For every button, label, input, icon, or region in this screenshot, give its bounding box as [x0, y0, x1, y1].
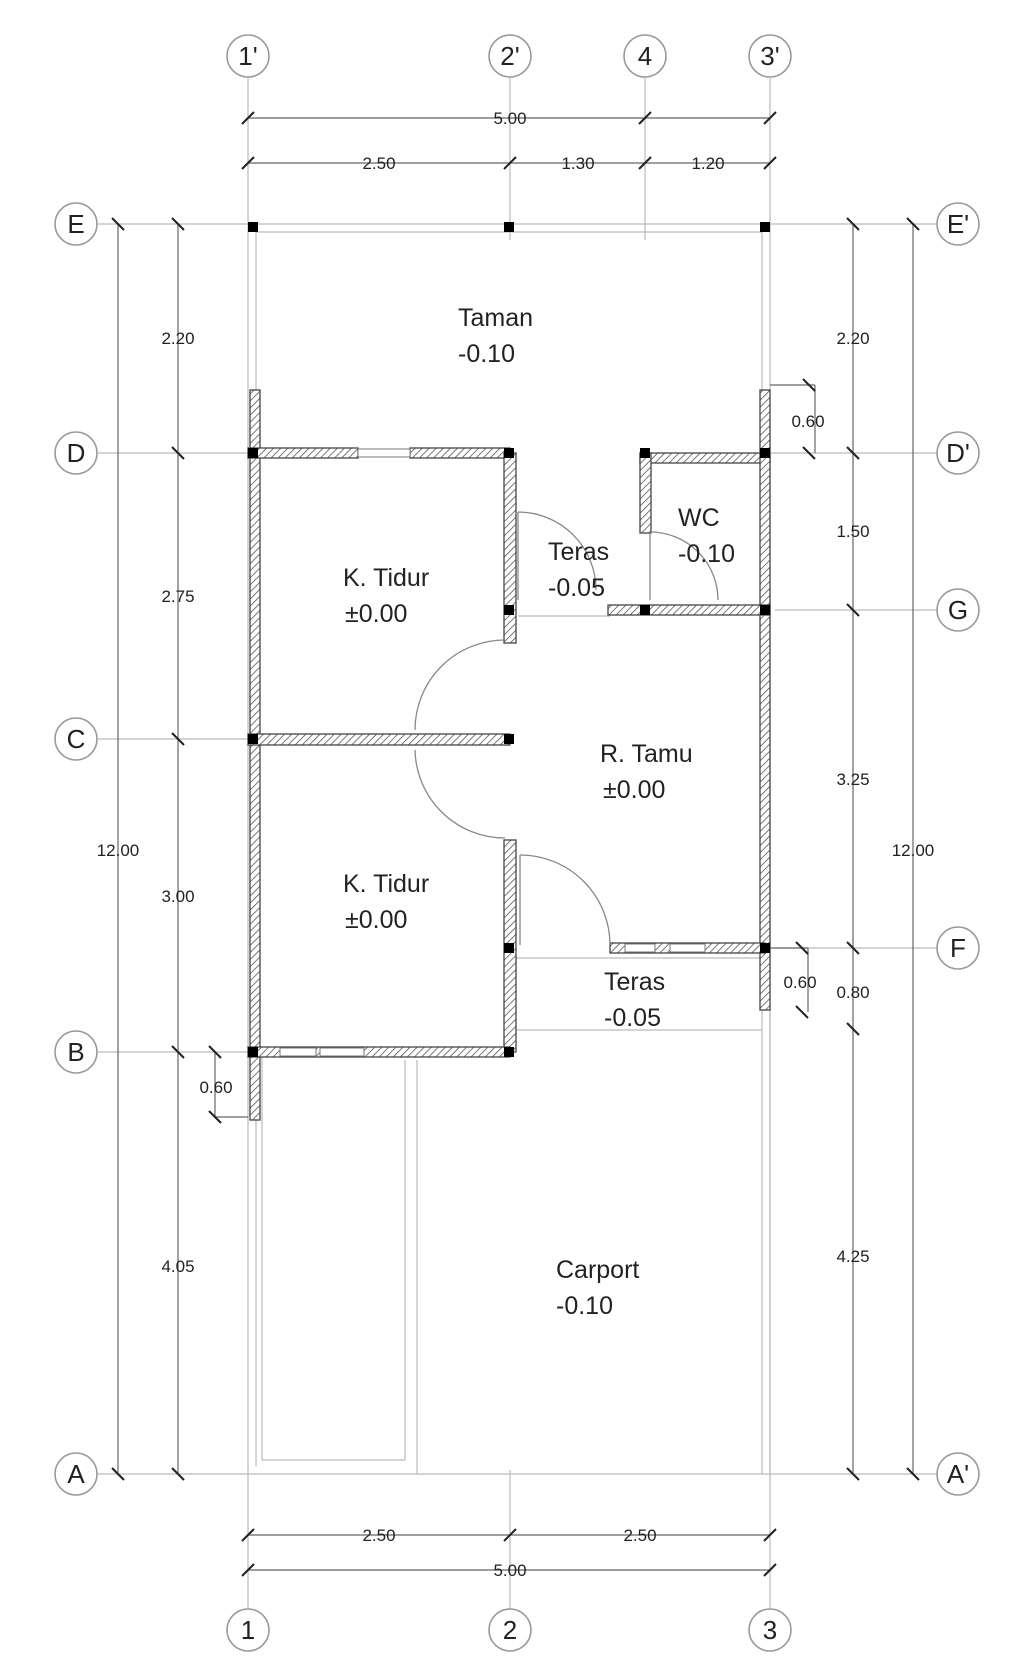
dim-top-segment: 2.50 — [362, 154, 395, 173]
dim-left-segment: 4.05 — [161, 1257, 194, 1276]
room-name: R. Tamu — [600, 740, 693, 768]
dim-top-total: 5.00 — [493, 109, 526, 128]
dimension-lines — [117, 117, 914, 1571]
dim-left-segment: 2.75 — [161, 587, 194, 606]
grid-bubble-left: B — [54, 1030, 98, 1074]
grid-bubble-bottom: 1 — [226, 1608, 270, 1652]
columns — [248, 222, 770, 1057]
dim-overhang: 0.60 — [199, 1078, 232, 1097]
dim-right-segment: 2.20 — [836, 329, 869, 348]
grid-bubble-bottom: 3 — [748, 1608, 792, 1652]
dimension-labels: 5.00 2.50 1.30 1.20 2.50 2.50 5.00 12.00… — [97, 109, 935, 1580]
room-level: ±0.00 — [345, 906, 407, 934]
dim-right-segment: 3.25 — [836, 770, 869, 789]
svg-text:E: E — [67, 209, 84, 239]
grid-bubble-left: E — [54, 202, 98, 246]
dim-bottom-total: 5.00 — [493, 1561, 526, 1580]
dim-top-segment: 1.30 — [561, 154, 594, 173]
doors — [414, 511, 719, 946]
grid-bubble-bottom: 2 — [488, 1608, 532, 1652]
dim-bottom-segment: 2.50 — [623, 1526, 656, 1545]
room-level: -0.05 — [604, 1004, 661, 1032]
svg-text:2: 2 — [503, 1615, 517, 1645]
dim-right-segment: 4.25 — [836, 1247, 869, 1266]
grid-bubble-top: 4 — [623, 34, 667, 78]
svg-text:A': A' — [947, 1459, 969, 1489]
svg-text:2': 2' — [500, 41, 519, 71]
grid-bubble-top: 3' — [748, 34, 792, 78]
grid-bubble-right: A' — [936, 1452, 980, 1496]
svg-text:D': D' — [946, 438, 970, 468]
dim-left-segment: 3.00 — [161, 887, 194, 906]
dim-overhang: 0.60 — [783, 973, 816, 992]
dim-overhang: 0.60 — [791, 412, 824, 431]
room-labels: Taman -0.10 K. Tidur ±0.00 Teras -0.05 W… — [343, 304, 735, 1320]
svg-text:4: 4 — [638, 41, 652, 71]
room-level: ±0.00 — [345, 600, 407, 628]
room-name: K. Tidur — [343, 564, 429, 592]
grid-bubbles-bottom: 1 2 3 — [226, 1608, 792, 1652]
dim-left-total: 12.00 — [97, 841, 140, 860]
room-level: -0.05 — [548, 574, 605, 602]
dim-bottom-segment: 2.50 — [362, 1526, 395, 1545]
svg-text:A: A — [67, 1459, 85, 1489]
svg-text:D: D — [67, 438, 86, 468]
svg-text:3': 3' — [760, 41, 779, 71]
grid-bubble-left: D — [54, 431, 98, 475]
windows — [279, 448, 706, 1057]
svg-text:B: B — [67, 1037, 84, 1067]
svg-text:G: G — [948, 595, 968, 625]
grid-bubble-right: E' — [936, 202, 980, 246]
dim-left-segment: 2.20 — [161, 329, 194, 348]
grid-bubble-left: C — [54, 717, 98, 761]
grid-bubble-right: D' — [936, 431, 980, 475]
room-name: WC — [678, 504, 720, 532]
grid-bubble-top: 1' — [226, 34, 270, 78]
svg-text:F: F — [950, 933, 966, 963]
svg-text:E': E' — [947, 209, 969, 239]
grid-bubble-right: G — [936, 588, 980, 632]
room-level: -0.10 — [678, 540, 735, 568]
grid-bubbles-right: E' D' G F A' — [936, 202, 980, 1496]
dim-right-segment: 1.50 — [836, 522, 869, 541]
svg-text:3: 3 — [763, 1615, 777, 1645]
room-name: K. Tidur — [343, 870, 429, 898]
dim-right-segment: 0.80 — [836, 983, 869, 1002]
svg-text:1: 1 — [241, 1615, 255, 1645]
room-name: Teras — [604, 968, 665, 996]
grid-bubble-right: F — [936, 926, 980, 970]
room-level: -0.10 — [458, 340, 515, 368]
room-name: Taman — [458, 304, 533, 332]
dim-right-total: 12.00 — [892, 841, 935, 860]
svg-text:C: C — [67, 724, 86, 754]
dimension-ticks — [111, 111, 920, 1577]
svg-text:1': 1' — [238, 41, 257, 71]
grid-bubbles-top: 1' 2' 4 3' — [226, 34, 792, 78]
room-name: Carport — [556, 1256, 639, 1284]
grid-bubble-top: 2' — [488, 34, 532, 78]
room-name: Teras — [548, 538, 609, 566]
room-level: -0.10 — [556, 1292, 613, 1320]
room-level: ±0.00 — [603, 776, 665, 804]
grid-bubbles-left: E D C B A — [54, 202, 98, 1496]
grid-bubble-left: A — [54, 1452, 98, 1496]
dim-top-segment: 1.20 — [691, 154, 724, 173]
